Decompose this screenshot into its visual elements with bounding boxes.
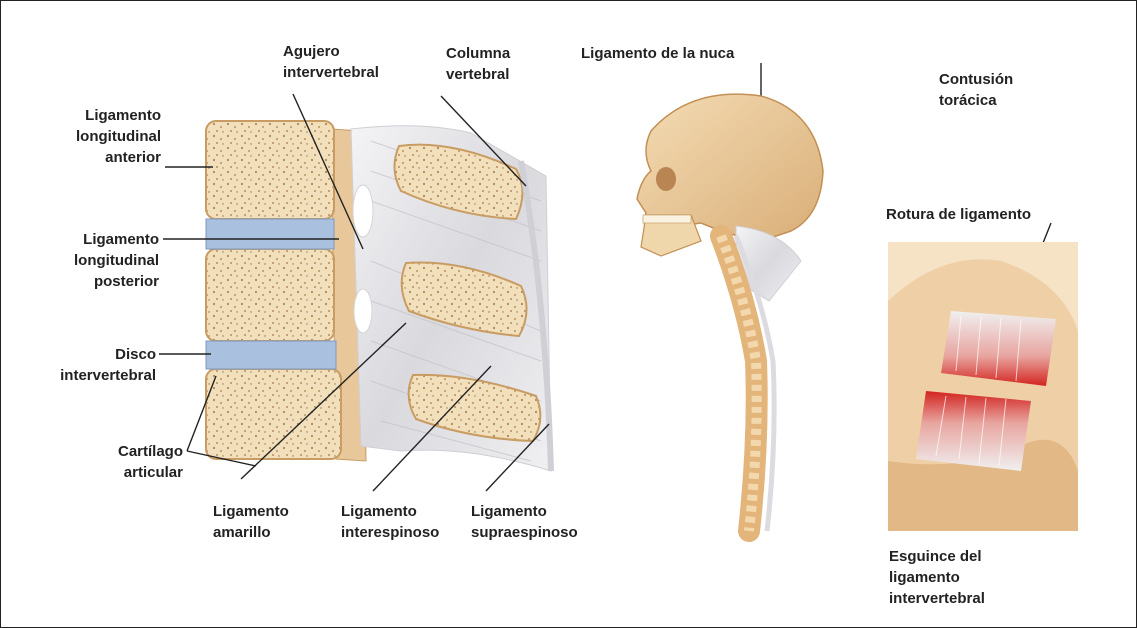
foramen-1: [353, 185, 373, 237]
label-disco-intervertebral: Disco intervertebral: [21, 344, 156, 386]
label-cartilago-articular: Cartílago articular: [41, 441, 183, 483]
sprain-inset: [888, 242, 1078, 531]
skull-and-spine: [637, 94, 823, 531]
ligament-lower: [916, 391, 1031, 471]
intervertebral-disc-2: [206, 341, 336, 369]
eye-orbit: [656, 167, 676, 191]
label-ligamento-longitudinal-posterior: Ligamento longitudinal posterior: [31, 229, 159, 292]
label-ligamento-longitudinal-anterior: Ligamento longitudinal anterior: [31, 105, 161, 168]
label-rotura-de-ligamento: Rotura de ligamento: [886, 204, 1086, 225]
label-ligamento-interespinoso: Ligamento interespinoso: [341, 501, 466, 543]
label-ligamento-de-la-nuca: Ligamento de la nuca: [581, 43, 781, 64]
label-columna-vertebral: Columna vertebral: [446, 43, 556, 85]
label-ligamento-amarillo: Ligamento amarillo: [213, 501, 323, 543]
label-agujero-intervertebral: Agujero intervertebral: [283, 41, 423, 83]
vertebral-section: [206, 121, 551, 471]
vertebral-body-1: [206, 121, 334, 219]
label-esguince-ligamento-intervertebral: Esguince del ligamento intervertebral: [889, 546, 1039, 609]
teeth: [643, 215, 691, 223]
vertebral-body-3: [206, 369, 341, 459]
label-ligamento-supraespinoso: Ligamento supraespinoso: [471, 501, 611, 543]
intervertebral-disc-1: [206, 219, 334, 249]
vertebral-body-2: [206, 249, 334, 341]
foramen-2: [354, 289, 372, 333]
label-contusion-toracica: Contusión torácica: [939, 69, 1049, 111]
